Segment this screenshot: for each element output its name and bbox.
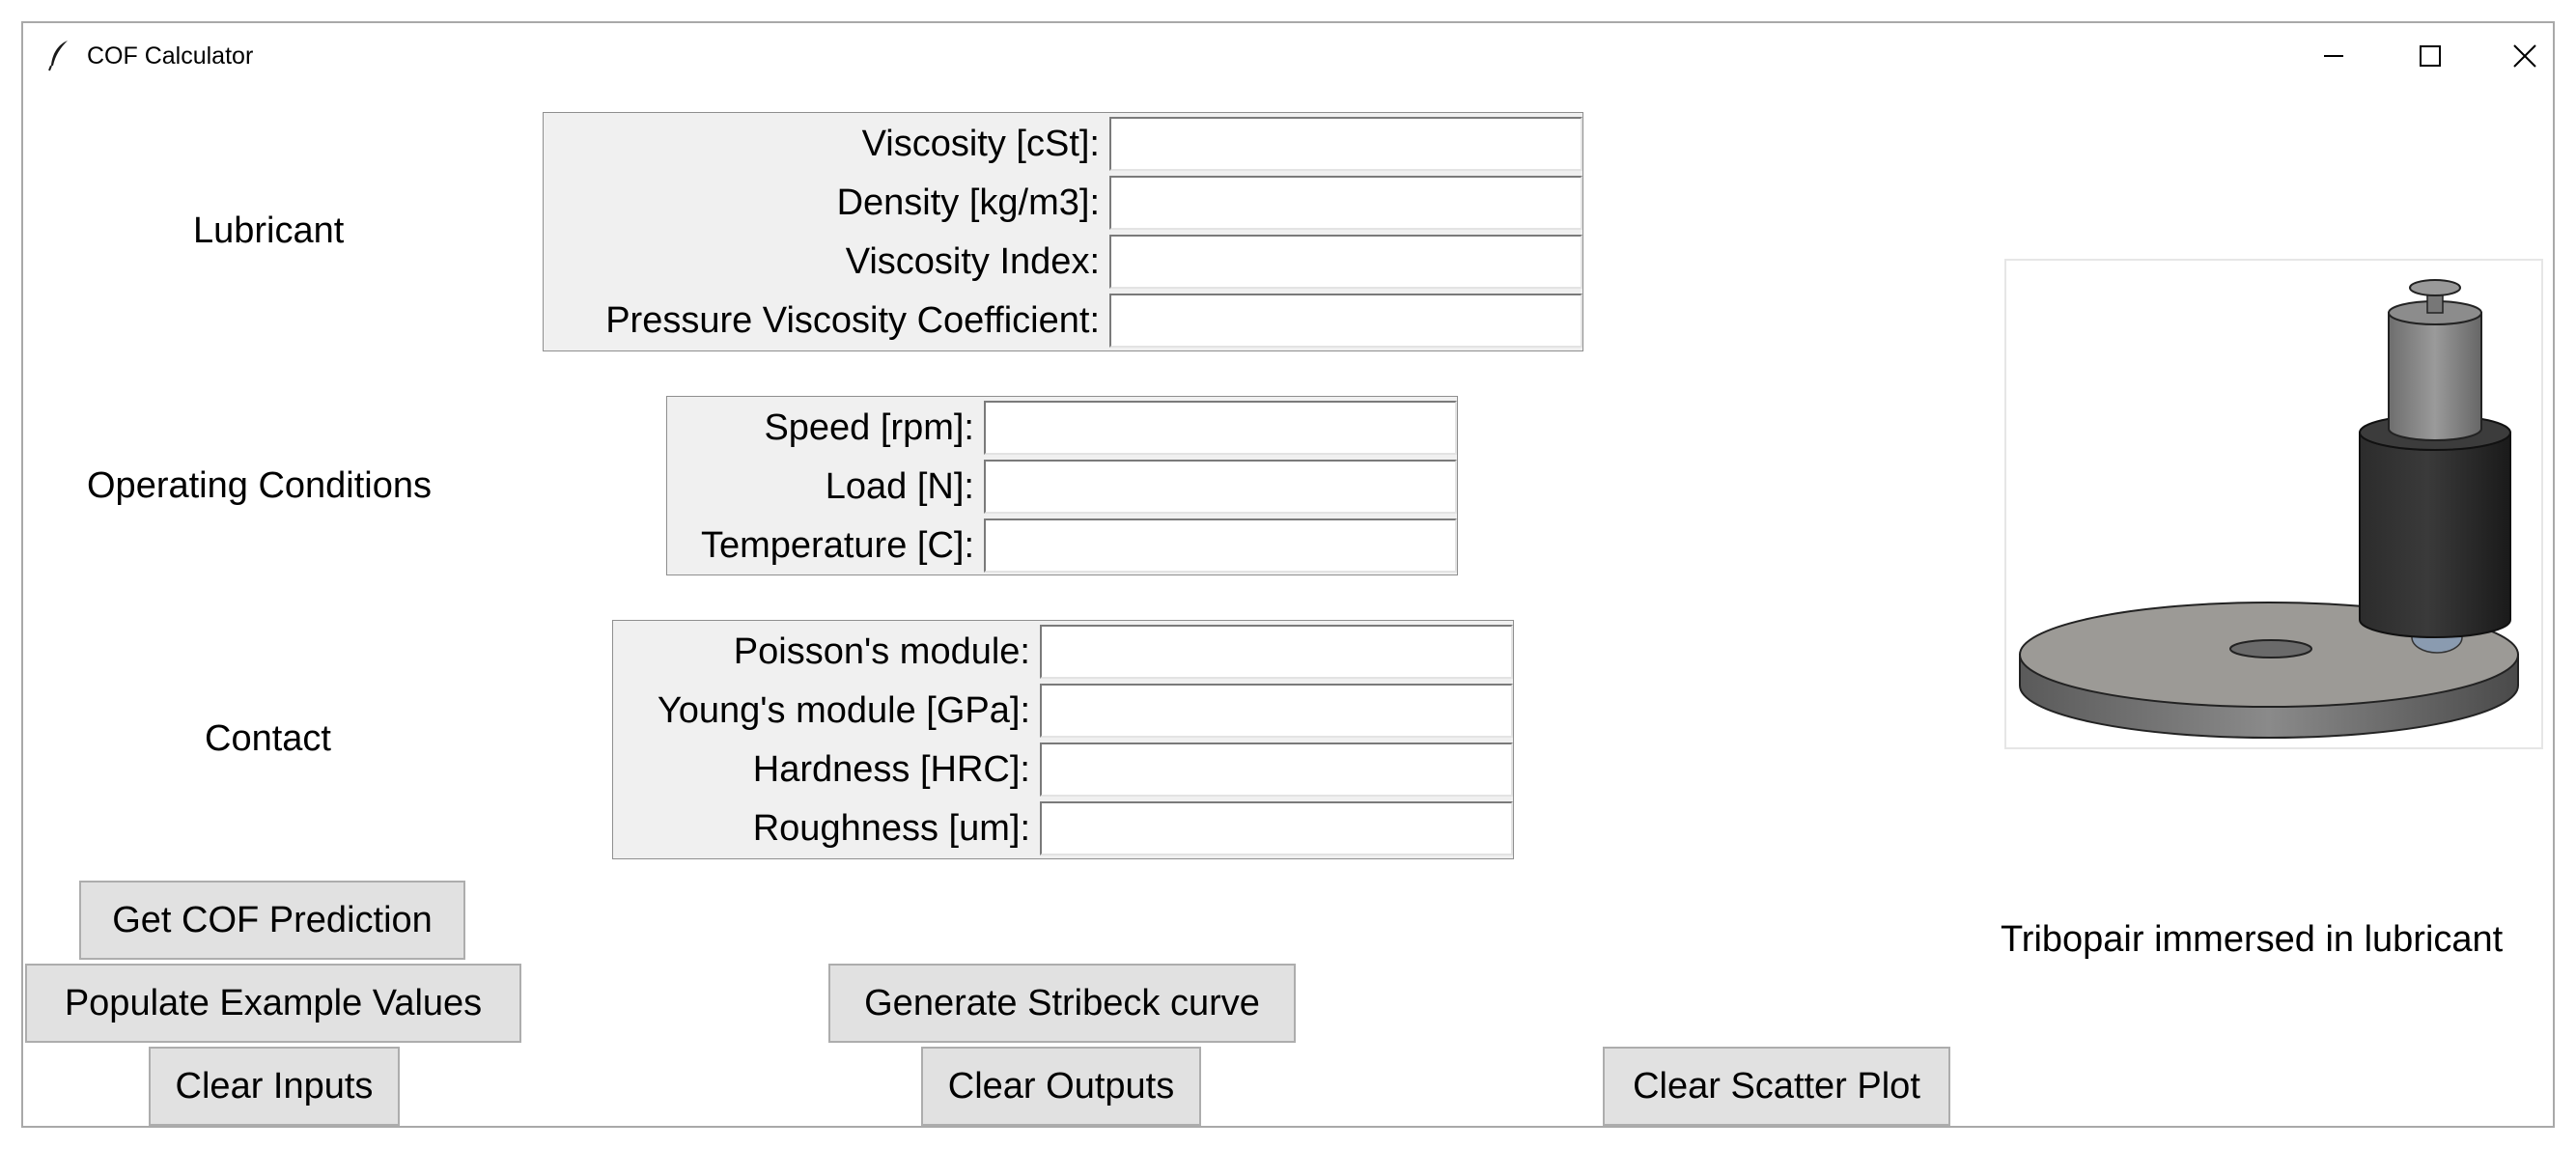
load-label: Load [N]: (825, 466, 974, 507)
form-row: Pressure Viscosity Coefficient: (544, 292, 1582, 350)
feather-icon (48, 41, 68, 71)
form-row: Young's module [GPa]: (613, 682, 1513, 740)
roughness-label: Roughness [um]: (752, 808, 1030, 849)
hardness-input[interactable] (1040, 743, 1513, 797)
maximize-button[interactable] (2387, 31, 2474, 81)
lubricant-label: Lubricant (193, 210, 345, 251)
title-bar: COF Calculator (23, 23, 2553, 89)
operating-conditions-form: Speed [rpm]: Load [N]: Temperature [C]: (666, 396, 1458, 575)
viscosity-index-label: Viscosity Index: (845, 241, 1100, 282)
operating-conditions-label: Operating Conditions (87, 465, 432, 506)
density-label: Density [kg/m3]: (836, 182, 1100, 223)
generate-stribeck-curve-button[interactable]: Generate Stribeck curve (828, 964, 1296, 1043)
contact-form: Poisson's module: Young's module [GPa]: … (612, 620, 1514, 859)
form-row: Temperature [C]: (667, 517, 1457, 574)
clear-inputs-button[interactable]: Clear Inputs (149, 1047, 400, 1126)
pressure-viscosity-input[interactable] (1109, 294, 1582, 348)
density-input[interactable] (1109, 176, 1582, 230)
hardness-label: Hardness [HRC]: (752, 749, 1030, 790)
window-title: COF Calculator (87, 42, 254, 70)
clear-scatter-plot-button[interactable]: Clear Scatter Plot (1603, 1047, 1950, 1126)
form-row: Density [kg/m3]: (544, 174, 1582, 232)
load-input[interactable] (984, 460, 1457, 514)
roughness-input[interactable] (1040, 801, 1513, 855)
youngs-label: Young's module [GPa]: (657, 690, 1030, 731)
close-button[interactable] (2481, 31, 2568, 81)
pressure-viscosity-label: Pressure Viscosity Coefficient: (605, 300, 1100, 341)
speed-label: Speed [rpm]: (764, 407, 974, 448)
minimize-button[interactable] (2290, 31, 2377, 81)
clear-outputs-button[interactable]: Clear Outputs (921, 1047, 1201, 1126)
form-row: Roughness [um]: (613, 799, 1513, 857)
tribopair-image (2004, 259, 2543, 749)
viscosity-label: Viscosity [cSt]: (861, 124, 1100, 164)
form-row: Speed [rpm]: (667, 399, 1457, 457)
close-icon (2513, 44, 2536, 68)
poisson-label: Poisson's module: (733, 631, 1030, 672)
contact-label: Contact (205, 718, 331, 759)
form-row: Viscosity [cSt]: (544, 115, 1582, 173)
minimize-icon (2324, 55, 2343, 57)
form-row: Poisson's module: (613, 623, 1513, 681)
form-row: Viscosity Index: (544, 233, 1582, 291)
populate-example-values-button[interactable]: Populate Example Values (25, 964, 521, 1043)
app-window: COF Calculator Lubricant Operating Condi… (21, 21, 2555, 1128)
poisson-input[interactable] (1040, 625, 1513, 679)
temperature-input[interactable] (984, 518, 1457, 573)
youngs-input[interactable] (1040, 684, 1513, 738)
viscosity-input[interactable] (1109, 117, 1582, 171)
get-cof-prediction-button[interactable]: Get COF Prediction (79, 881, 465, 960)
maximize-icon (2420, 45, 2441, 67)
viscosity-index-input[interactable] (1109, 235, 1582, 289)
form-row: Hardness [HRC]: (613, 741, 1513, 799)
lubricant-form: Viscosity [cSt]: Density [kg/m3]: Viscos… (543, 112, 1583, 351)
temperature-label: Temperature [C]: (701, 525, 974, 566)
form-row: Load [N]: (667, 458, 1457, 516)
speed-input[interactable] (984, 401, 1457, 455)
tribometer-illustration (2019, 279, 2519, 739)
image-caption: Tribopair immersed in lubricant (2001, 919, 2504, 960)
